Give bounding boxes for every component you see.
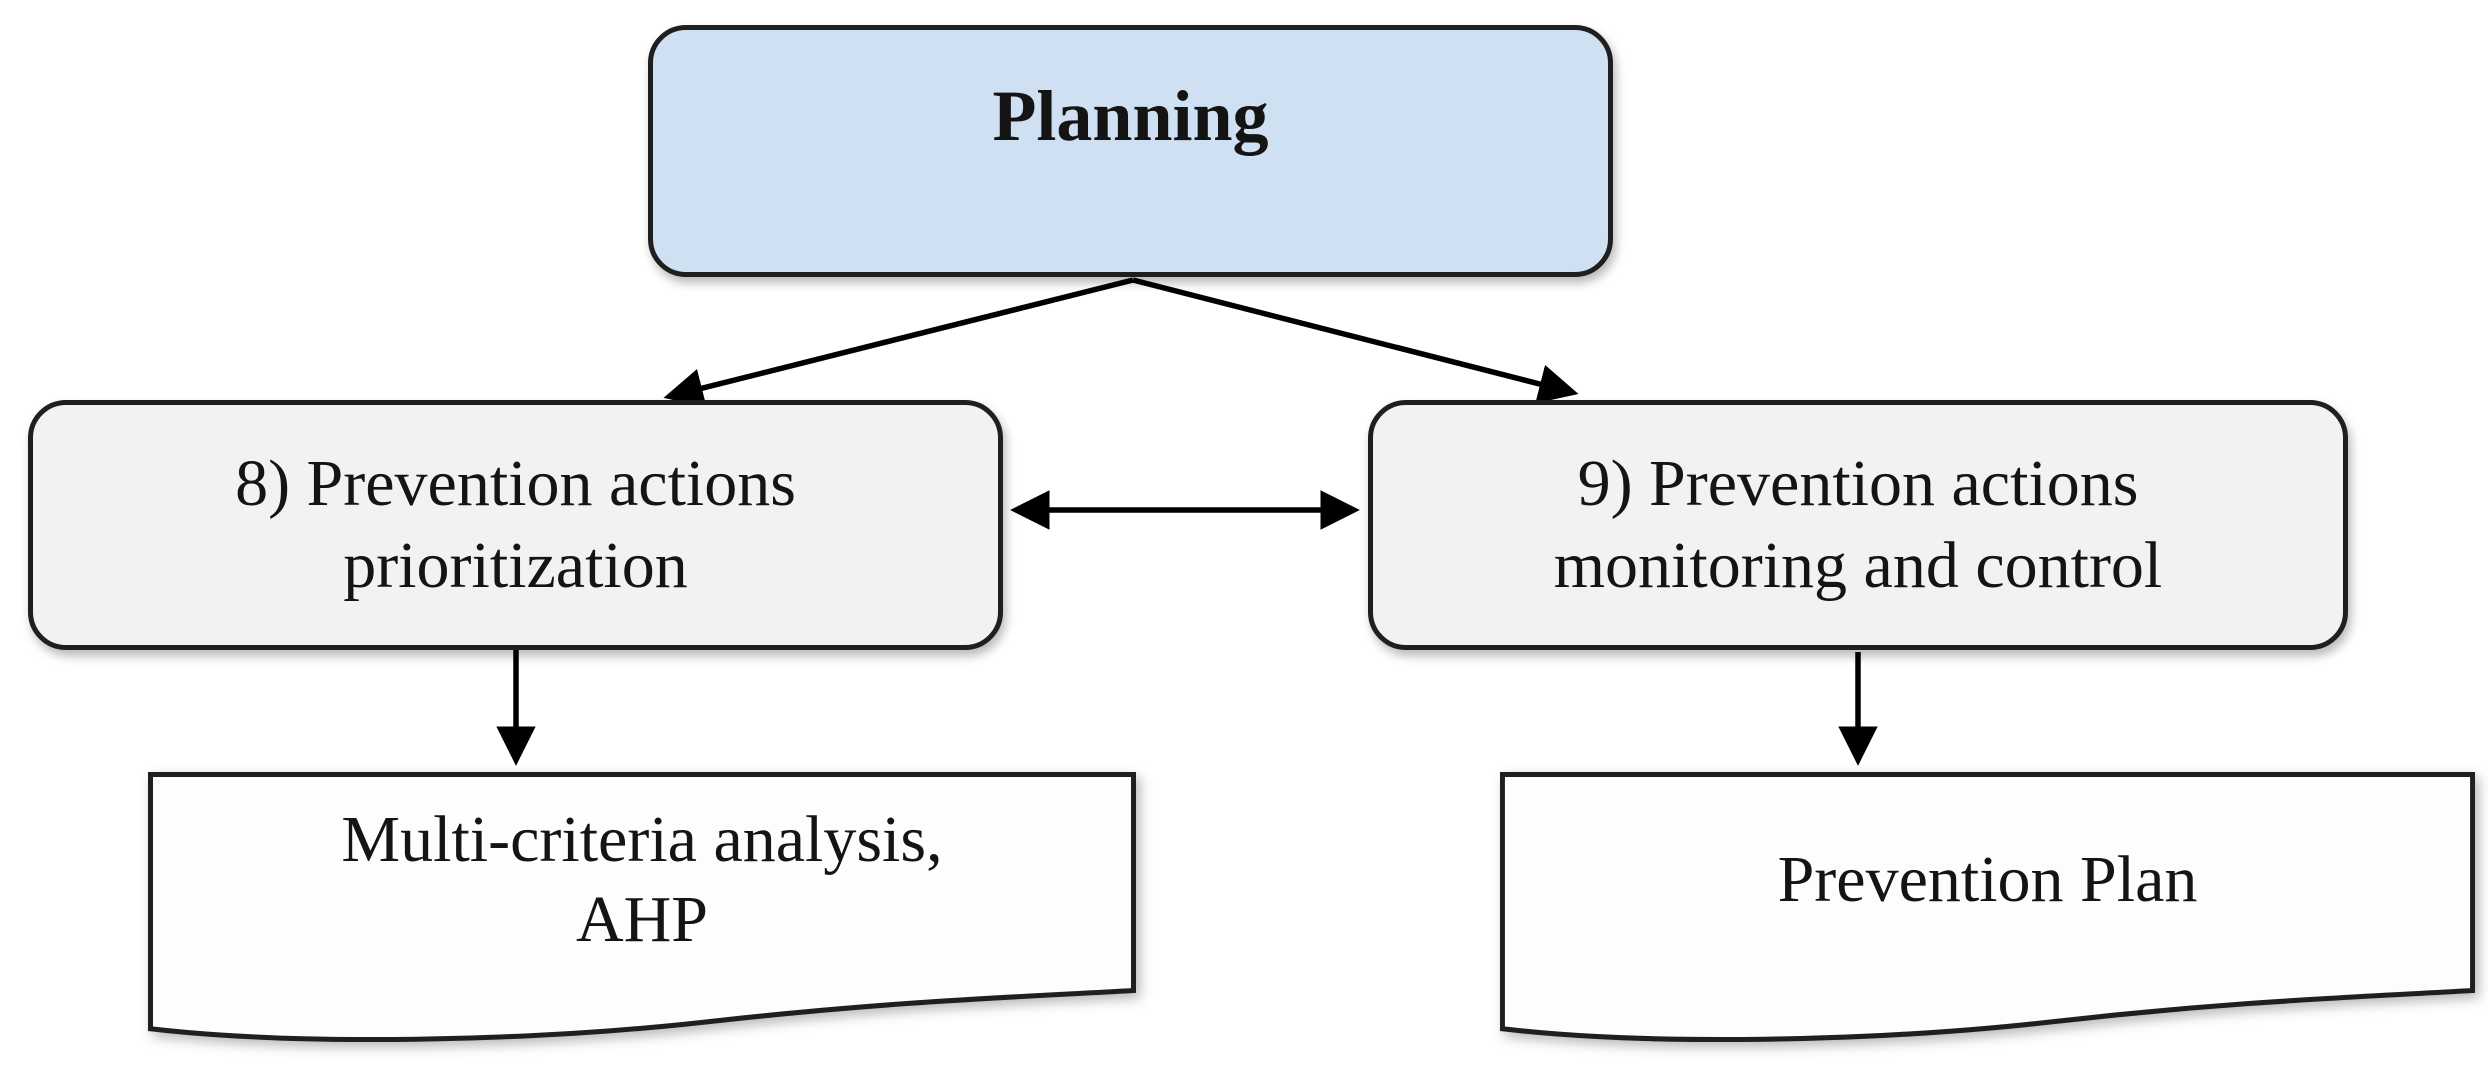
document-shape xyxy=(1500,772,2475,1043)
node-prioritization-line1: 8) Prevention actions xyxy=(235,447,796,520)
document-multicriteria-analysis: Multi-criteria analysis, AHP xyxy=(148,772,1136,1064)
node-prevention-actions-prioritization: 8) Prevention actions prioritization xyxy=(28,400,1003,650)
document-multicriteria-line2: AHP xyxy=(575,882,709,956)
edge-planning-to-prioritization xyxy=(663,277,1134,408)
node-planning-label: Planning xyxy=(992,76,1269,156)
edge-planning-to-monitoring xyxy=(1132,277,1579,404)
node-monitoring-line1: 9) Prevention actions xyxy=(1577,447,2139,520)
node-monitoring-line2: monitoring and control xyxy=(1553,529,2163,602)
node-planning: Planning xyxy=(648,25,1613,277)
node-prioritization-line2: prioritization xyxy=(343,529,688,602)
document-shape xyxy=(148,772,1136,1043)
document-prevention-plan-text: Prevention Plan xyxy=(1500,772,2475,987)
document-prevention-plan-line1: Prevention Plan xyxy=(1777,842,2198,916)
node-prevention-actions-monitoring: 9) Prevention actions monitoring and con… xyxy=(1368,400,2348,650)
document-multicriteria-line1: Multi-criteria analysis, xyxy=(341,802,943,876)
document-prevention-plan: Prevention Plan xyxy=(1500,772,2475,1064)
document-multicriteria-text: Multi-criteria analysis, AHP xyxy=(148,772,1136,987)
